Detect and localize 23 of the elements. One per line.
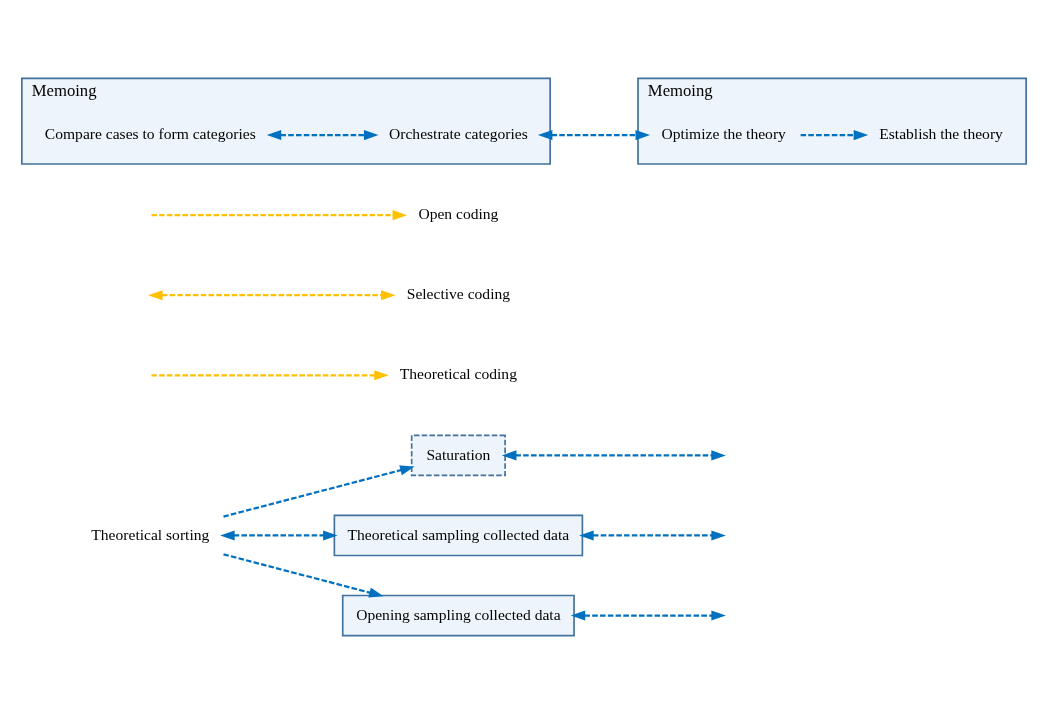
node-text: Selective coding [406, 285, 511, 303]
arrow [151, 210, 408, 221]
node-text: Theoretical sorting [91, 525, 210, 543]
arrow [570, 610, 726, 621]
arrow [800, 130, 869, 141]
node-text: Open coding [418, 205, 499, 223]
arrow [223, 553, 384, 598]
arrow [220, 530, 338, 541]
arrow [501, 450, 726, 461]
arrow [579, 530, 726, 541]
node-box: Saturation [410, 434, 506, 477]
node-text: Compare cases to form categories [44, 125, 256, 143]
node-text: Orchestrate categories [389, 125, 528, 143]
node-text: Optimize the theory [661, 125, 786, 143]
arrow [537, 130, 650, 141]
node-text: Theoretical coding [399, 365, 517, 383]
node-text: Establish the theory [879, 125, 1003, 143]
arrow [223, 465, 415, 518]
arrow [148, 290, 396, 301]
arrow [266, 130, 379, 141]
arrow [151, 370, 389, 381]
node-box: Theoretical sampling collected data [333, 514, 584, 557]
node-box: Opening sampling collected data [341, 594, 575, 637]
